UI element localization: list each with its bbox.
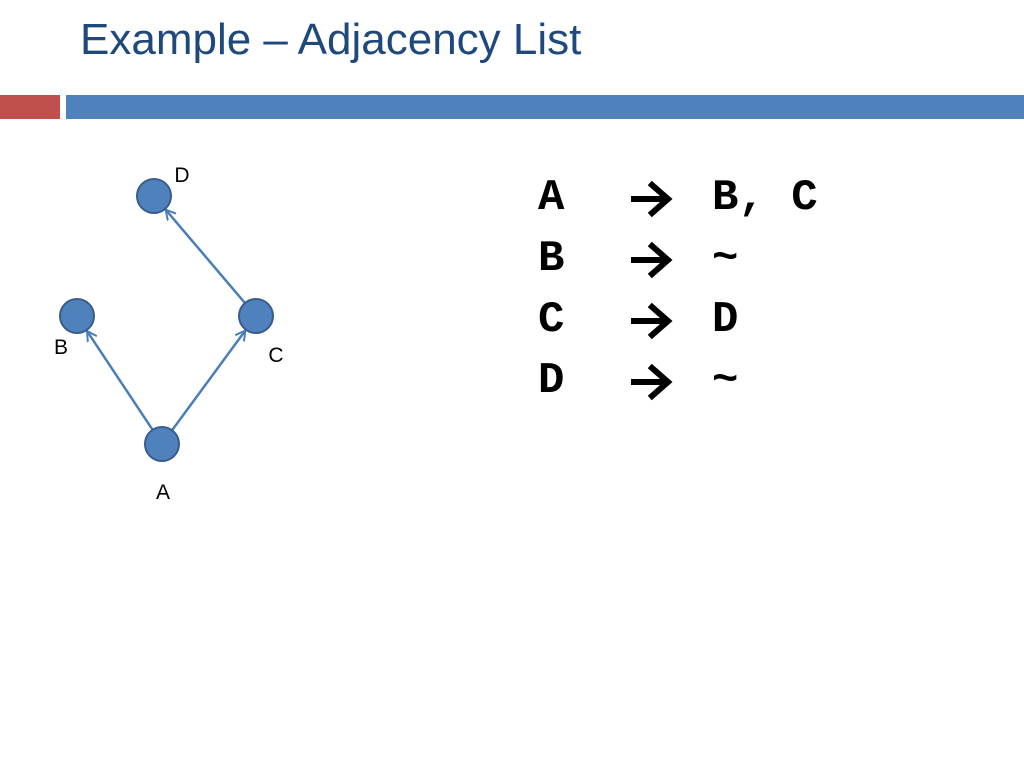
adjacency-row-a: A B, C	[538, 168, 818, 229]
node-c	[238, 298, 274, 334]
adjacency-row-c: C D	[538, 290, 818, 351]
node-label-d: D	[174, 164, 189, 187]
vertex-label: C	[538, 295, 565, 345]
right-arrow-icon	[630, 240, 712, 280]
neighbor-list: ~	[712, 234, 739, 284]
vertex-label: A	[538, 173, 565, 223]
directed-graph: A B C D	[54, 164, 284, 504]
nodes-layer	[59, 178, 274, 462]
accent-bar-blue	[66, 95, 1024, 119]
edges-layer	[85, 208, 247, 432]
node-label-b: B	[54, 336, 68, 359]
neighbor-list: ~	[712, 356, 739, 406]
adjacency-list: A B, C B ~ C D D ~	[538, 168, 818, 412]
node-label-a: A	[156, 481, 170, 504]
vertex-label: D	[538, 356, 565, 406]
neighbor-list: D	[712, 295, 739, 345]
adjacency-row-b: B ~	[538, 229, 818, 290]
right-arrow-icon	[630, 179, 712, 219]
accent-bar-red	[0, 95, 60, 119]
node-d	[136, 178, 172, 214]
right-arrow-icon	[630, 362, 712, 402]
node-label-c: C	[268, 344, 283, 367]
vertex-label: B	[538, 234, 565, 284]
edge-a-c	[171, 329, 247, 432]
slide-title: Example – Adjacency List	[80, 15, 582, 64]
right-arrow-icon	[630, 301, 712, 341]
node-a	[144, 426, 180, 462]
edge-a-b	[85, 329, 154, 431]
labels-layer: A B C D	[54, 164, 284, 504]
edge-c-d	[164, 208, 246, 304]
adjacency-row-d: D ~	[538, 351, 818, 412]
neighbor-list: B, C	[712, 173, 818, 223]
node-b	[59, 298, 95, 334]
